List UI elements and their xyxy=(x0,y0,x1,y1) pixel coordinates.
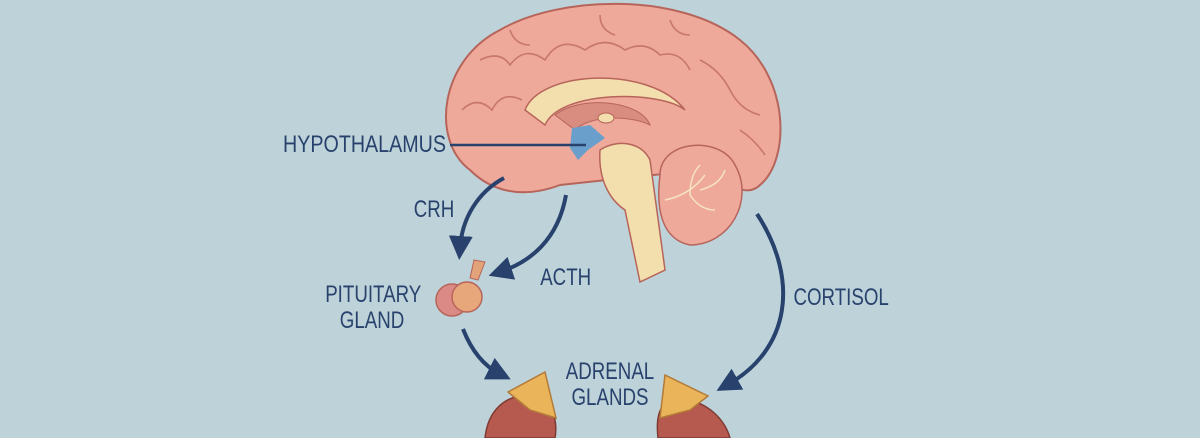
crh-label: CRH xyxy=(413,196,455,223)
brainstem xyxy=(599,142,666,284)
cortisol-arrow xyxy=(716,212,786,391)
crh-arrow xyxy=(448,176,505,260)
left-adrenal-kidney xyxy=(484,370,558,438)
hypothalamus-region xyxy=(570,125,605,160)
pituitary-label-line1: PITUITARY xyxy=(325,281,422,308)
pituitary-to-adrenal-arrow xyxy=(461,328,511,380)
acth-arrow xyxy=(488,194,568,280)
adrenal-label-line1: ADRENAL xyxy=(565,358,655,385)
pituitary-gland-illustration xyxy=(435,259,486,317)
acth-label: ACTH xyxy=(540,264,592,291)
right-adrenal-kidney xyxy=(656,373,731,438)
adrenal-glands-label: ADRENAL GLANDS xyxy=(563,359,657,411)
brain-illustration xyxy=(445,2,782,284)
hypothalamus-label: HYPOTHALAMUS xyxy=(283,131,446,158)
pituitary-gland-label: PITUITARY GLAND xyxy=(325,281,422,334)
pituitary-label-line2: GLAND xyxy=(339,307,405,334)
cerebellum xyxy=(658,144,743,246)
adrenal-label-line2: GLANDS xyxy=(571,384,649,411)
cortisol-label: CORTISOL xyxy=(793,284,889,311)
